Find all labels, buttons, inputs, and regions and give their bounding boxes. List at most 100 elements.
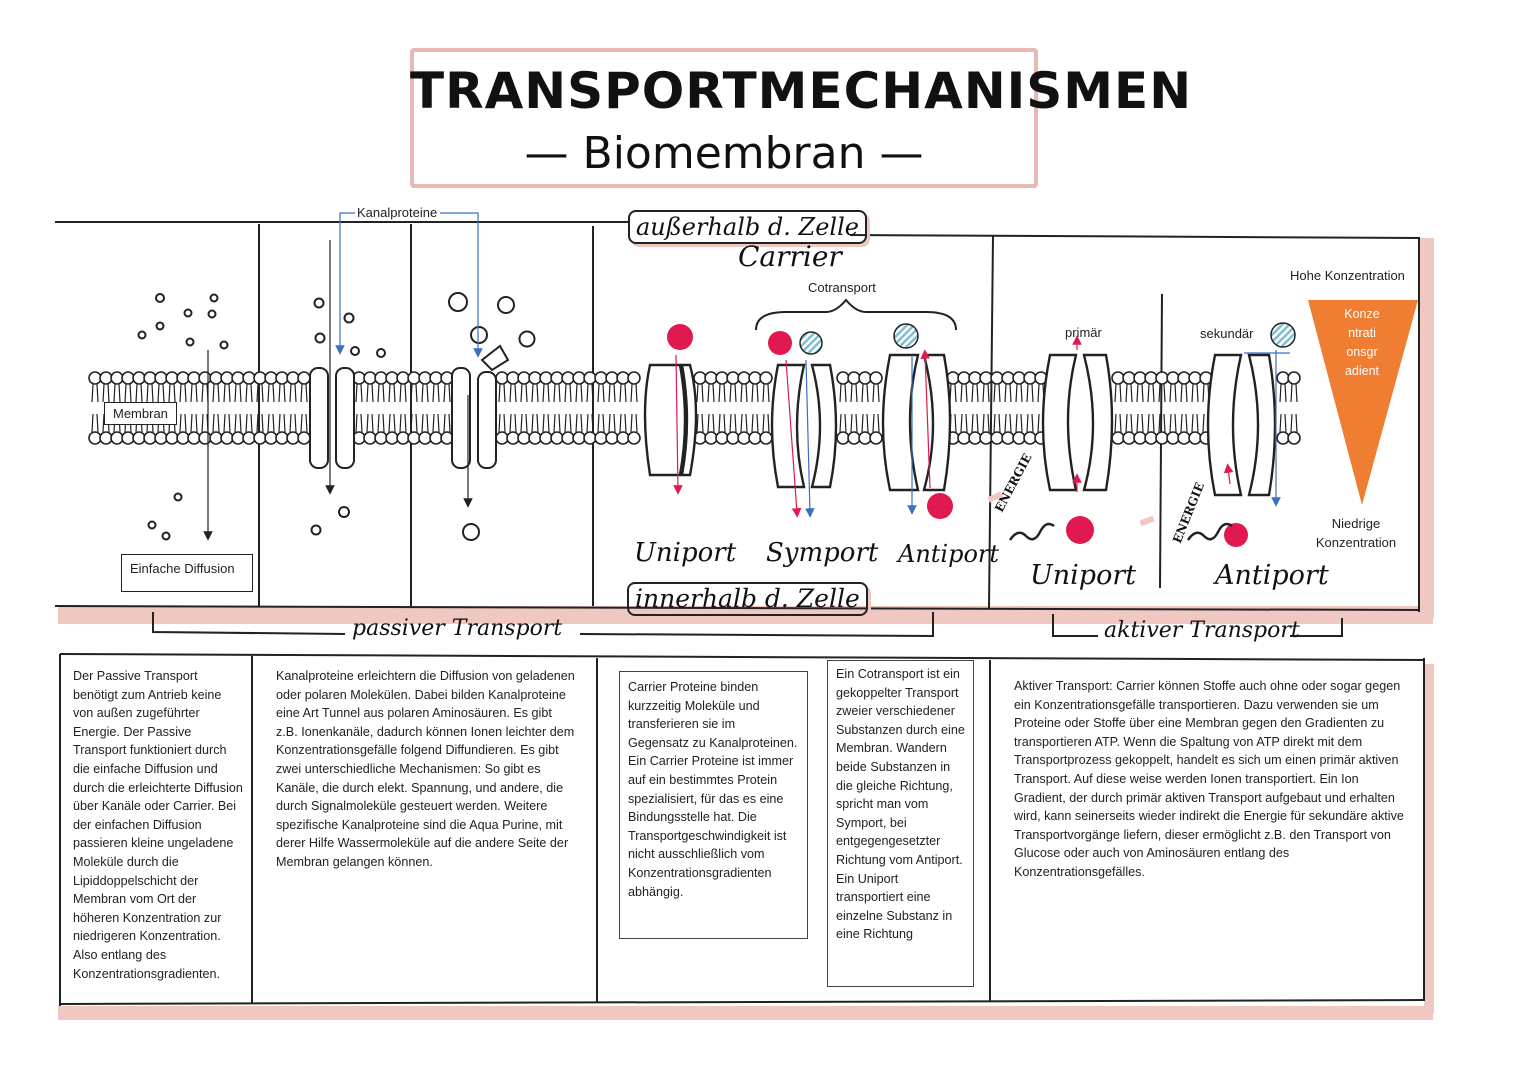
- lipid-tail: [223, 383, 226, 403]
- lipid-tail: [509, 413, 512, 433]
- lipid-tail: [1031, 383, 1034, 403]
- lipid-head: [187, 431, 201, 445]
- lipid-tail: [575, 383, 578, 403]
- lipid-tail: [591, 413, 594, 433]
- label-membran: Membran: [104, 402, 177, 425]
- lipid-tail: [624, 383, 627, 403]
- lipid-tail: [1119, 413, 1122, 433]
- lipid-head: [99, 371, 113, 385]
- lipid-head: [143, 431, 157, 445]
- label-ausserhalb-zelle: außerhalb d. Zelle: [628, 210, 867, 244]
- lipid-tail: [393, 413, 396, 433]
- lipid-tail: [547, 383, 550, 403]
- lipid-tail: [1136, 383, 1139, 403]
- lipid-tail: [404, 383, 407, 403]
- panel-aktiver-transport: Aktiver Transport: Carrier können Stoffe…: [1014, 679, 1404, 879]
- lipid-tail: [366, 383, 369, 403]
- lipid-tail: [696, 383, 699, 403]
- page-subtitle: — Biomembran —: [524, 128, 924, 179]
- panel-kanalproteine: Kanalproteine erleichtern die Diffusion …: [276, 669, 575, 869]
- lipid-tail: [267, 413, 270, 433]
- lipid-tail: [1180, 413, 1183, 433]
- lipid-tail: [756, 413, 759, 433]
- lipid-tail: [399, 383, 402, 403]
- lipid-tail: [261, 383, 264, 403]
- lipid-head: [88, 371, 102, 385]
- lipid-head: [759, 371, 773, 385]
- lipid-head: [242, 371, 256, 385]
- lipid-head: [1188, 371, 1202, 385]
- label-konzentrationsgradient: Konze ntrati onsgr adient: [1344, 307, 1380, 378]
- lipid-tail: [498, 383, 501, 403]
- lipid-tail: [542, 383, 545, 403]
- lipid-tail: [1191, 413, 1194, 433]
- lipid-tail: [212, 413, 215, 433]
- lipid-tail: [1125, 413, 1128, 433]
- lipid-tail: [278, 413, 281, 433]
- lipid-tail: [525, 413, 528, 433]
- lipid-tail: [597, 413, 600, 433]
- lipid-tail: [129, 383, 132, 403]
- lipid-tail: [586, 383, 589, 403]
- lipid-tail: [135, 383, 138, 403]
- lipid-tail: [201, 383, 204, 403]
- lipid-tail: [179, 383, 182, 403]
- lipid-tail: [250, 413, 253, 433]
- lipid-tail: [245, 383, 248, 403]
- lipid-tail: [569, 413, 572, 433]
- lipid-tail: [613, 413, 616, 433]
- lipid-tail: [300, 383, 303, 403]
- lipid-tail: [1125, 383, 1128, 403]
- lipid-tail: [426, 413, 429, 433]
- label-kanalproteine: Kanalproteine: [357, 205, 438, 220]
- lipid-tail: [514, 383, 517, 403]
- lipid-tail: [976, 413, 979, 433]
- lipid-tail: [360, 383, 363, 403]
- lipid-tail: [1119, 383, 1122, 403]
- lipid-tail: [965, 413, 968, 433]
- lipid-head: [231, 431, 245, 445]
- lipid-head: [1287, 431, 1301, 445]
- lipid-tail: [1185, 383, 1188, 403]
- lipid-tail: [613, 383, 616, 403]
- lipid-tail: [536, 383, 539, 403]
- lipid-tail: [96, 383, 99, 403]
- cotransport-brace: [755, 298, 957, 331]
- lipid-tail: [520, 413, 523, 433]
- lipid-tail: [1158, 383, 1161, 403]
- lipid-tail: [509, 383, 512, 403]
- lipid-tail: [228, 413, 231, 433]
- lipid-tail: [415, 383, 418, 403]
- lipid-tail: [503, 383, 506, 403]
- lipid-tail: [217, 413, 220, 433]
- lipid-tail: [399, 413, 402, 433]
- lipid-tail: [542, 413, 545, 433]
- lipid-tail: [366, 413, 369, 433]
- lipid-head: [759, 431, 773, 445]
- carrier-proteins: [643, 353, 1277, 497]
- lipid-tail: [371, 383, 374, 403]
- lipid-tail: [1163, 413, 1166, 433]
- lipid-tail: [393, 383, 396, 403]
- lipid-head: [1144, 371, 1158, 385]
- lipid-tail: [1004, 383, 1007, 403]
- lipid-head: [209, 431, 223, 445]
- lipid-heads-top: [88, 371, 1301, 385]
- lipid-tail: [558, 413, 561, 433]
- lipid-tail: [151, 383, 154, 403]
- lipid-tail: [1196, 413, 1199, 433]
- lipid-tail: [960, 383, 963, 403]
- lipid-tail: [300, 413, 303, 433]
- label-uniport: Uniport: [634, 538, 737, 568]
- lipid-tail: [360, 413, 363, 433]
- lipid-tail: [525, 383, 528, 403]
- textframe-shadow-bottom: [58, 1006, 1433, 1020]
- label-carrier: Carrier: [738, 240, 842, 273]
- lipid-tail: [410, 413, 413, 433]
- lipid-tail: [261, 413, 264, 433]
- lipid-head: [1166, 431, 1180, 445]
- lipid-tail: [850, 383, 853, 403]
- lipid-tail: [602, 383, 605, 403]
- lipid-head: [627, 371, 641, 385]
